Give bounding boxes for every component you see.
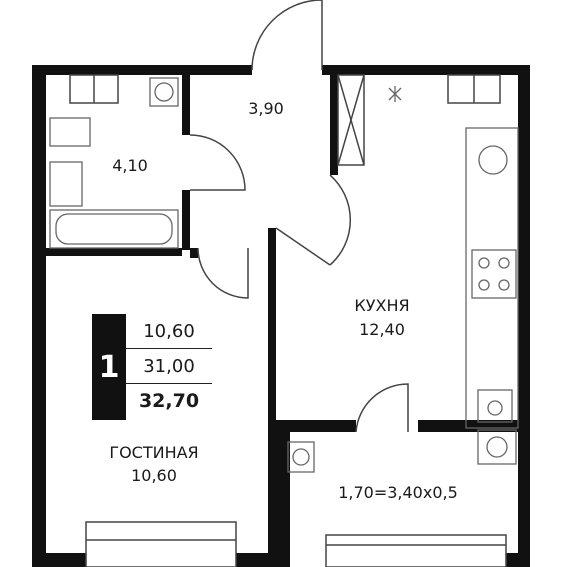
living-name-label: ГОСТИНАЯ xyxy=(109,443,199,462)
rooms-count: 1 xyxy=(92,314,126,420)
walls xyxy=(32,65,530,567)
kitchen-name-label: КУХНЯ xyxy=(354,296,410,315)
doors xyxy=(189,0,409,433)
windows xyxy=(69,74,507,567)
summary-total-area: 32,70 xyxy=(138,390,200,412)
balcony-area-label: 1,70=3,40x0,5 xyxy=(338,483,458,502)
bath-area-label: 4,10 xyxy=(112,156,148,175)
kitchen-area-label: 12,40 xyxy=(359,320,405,339)
summary-living-area: 10,60 xyxy=(126,314,212,349)
living-area-label: 10,60 xyxy=(131,466,177,485)
fixtures xyxy=(49,77,519,473)
apartment-summary: 1 10,60 31,00 32,70 xyxy=(92,314,214,420)
summary-usable-area: 31,00 xyxy=(126,349,212,384)
hall-area-label: 3,90 xyxy=(248,99,284,118)
